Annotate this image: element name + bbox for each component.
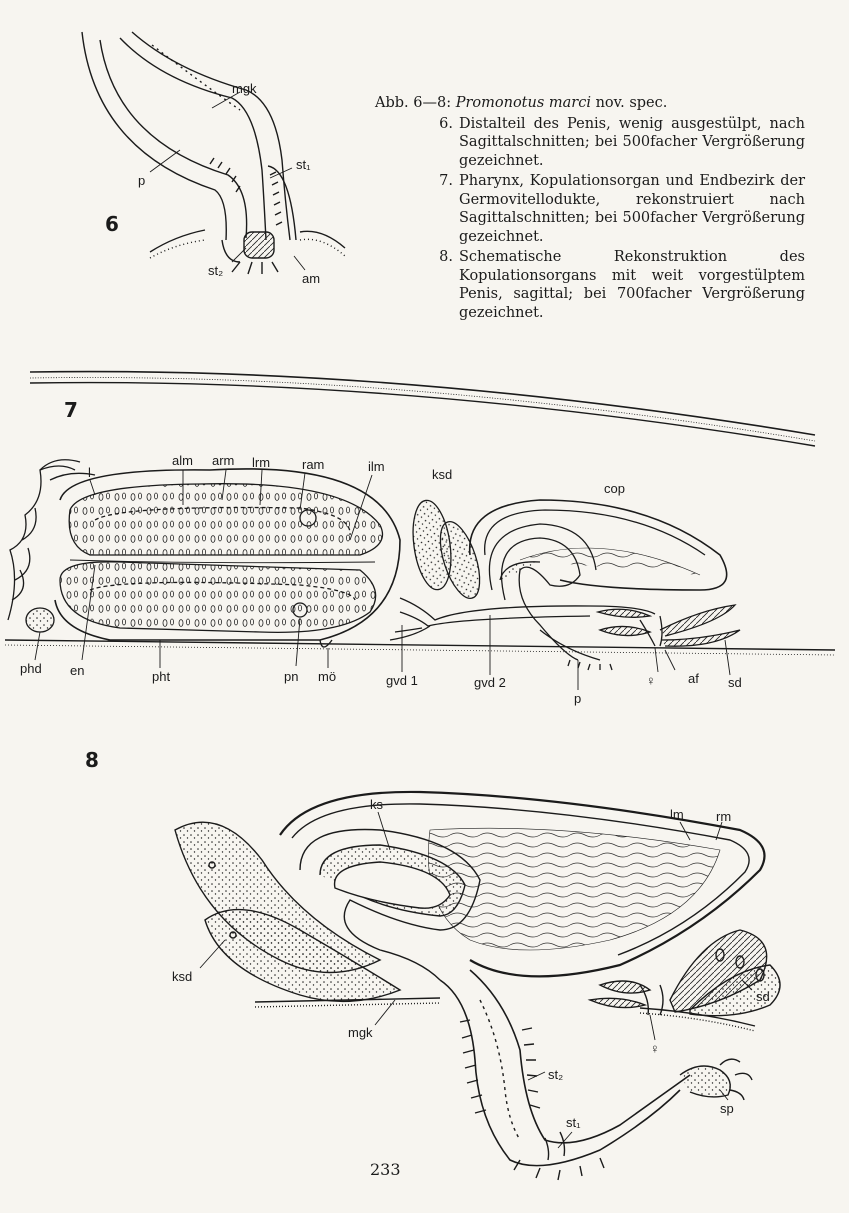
label-female-7: ♀ [646,673,656,688]
figure-7-epidermis [4,370,836,656]
caption-item-number: 6. [439,115,453,132]
caption-item-7: 7. Pharynx, Kopulationsorgan und Endbezi… [375,172,805,246]
label-ks: ks [370,797,383,812]
label-st2: st₂ [208,263,224,278]
label-alm: alm [172,453,193,468]
label-arm: arm [212,453,235,468]
label-ksd-7: ksd [432,467,453,482]
caption-prefix: Abb. 6—8: [375,95,452,111]
caption-item-number: 7. [439,173,453,189]
label-mgk: mgk [232,81,257,96]
label-af: af [688,671,699,686]
label-gvd2: gvd 2 [474,675,506,690]
figure-7-leaders [34,469,731,690]
label-sp: sp [720,1101,734,1116]
caption-species: Promonotus marci [455,95,591,111]
label-am: am [302,271,321,286]
label-mgk-8: mgk [348,1025,373,1040]
label-pht: pht [152,669,171,684]
caption-suffix: nov. spec. [595,95,668,111]
figure-caption: Abb. 6—8: Promonotus marci nov. spec. 6.… [375,94,805,322]
figure-7-drawing [7,459,741,671]
caption-item-text: Schematische Rekonstruktion des Kopulati… [459,249,805,321]
figure-6-drawing [81,31,346,275]
label-st1-8: st₁ [566,1115,581,1130]
label-female-8: ♀ [650,1041,660,1056]
figure-7-number: 7 [64,398,78,422]
figure-6-number: 6 [105,212,119,236]
caption-item-number: 8. [439,249,453,265]
label-ram: ram [302,457,325,472]
page-number: 233 [370,1160,401,1179]
label-rm: rm [716,809,732,824]
label-mo: mö [318,669,337,684]
label-lrm: lrm [252,455,271,470]
label-phd: phd [20,661,42,676]
label-sd-8: sd [756,989,770,1004]
label-ilm: ilm [368,459,385,474]
caption-item-8: 8. Schematische Rekonstruktion des Kopul… [375,248,805,322]
label-lm: lm [670,807,684,822]
label-p-7: p [574,691,582,706]
label-pn: pn [284,669,299,684]
caption-item-6: 6. Distalteil des Penis, wenig ausgestül… [375,115,805,171]
figure-8-drawing [174,790,781,1181]
figure-8-number: 8 [85,748,99,772]
label-st2-8: st₂ [548,1067,564,1082]
label-en: en [70,663,85,678]
label-p: p [138,173,146,188]
caption-item-text: Distalteil des Penis, wenig ausgestülpt,… [459,115,805,169]
label-cop: cop [604,481,625,496]
label-sd-7: sd [728,675,742,690]
caption-item-text: Pharynx, Kopulationsorgan und Endbezirk … [459,173,805,245]
figure-8-leaders [199,811,753,1149]
label-st1: st₁ [296,157,311,172]
label-ksd-8: ksd [172,969,193,984]
label-gvd1: gvd 1 [386,673,418,688]
label-l: l [88,465,91,480]
caption-title: Abb. 6—8: Promonotus marci nov. spec. [375,94,805,113]
